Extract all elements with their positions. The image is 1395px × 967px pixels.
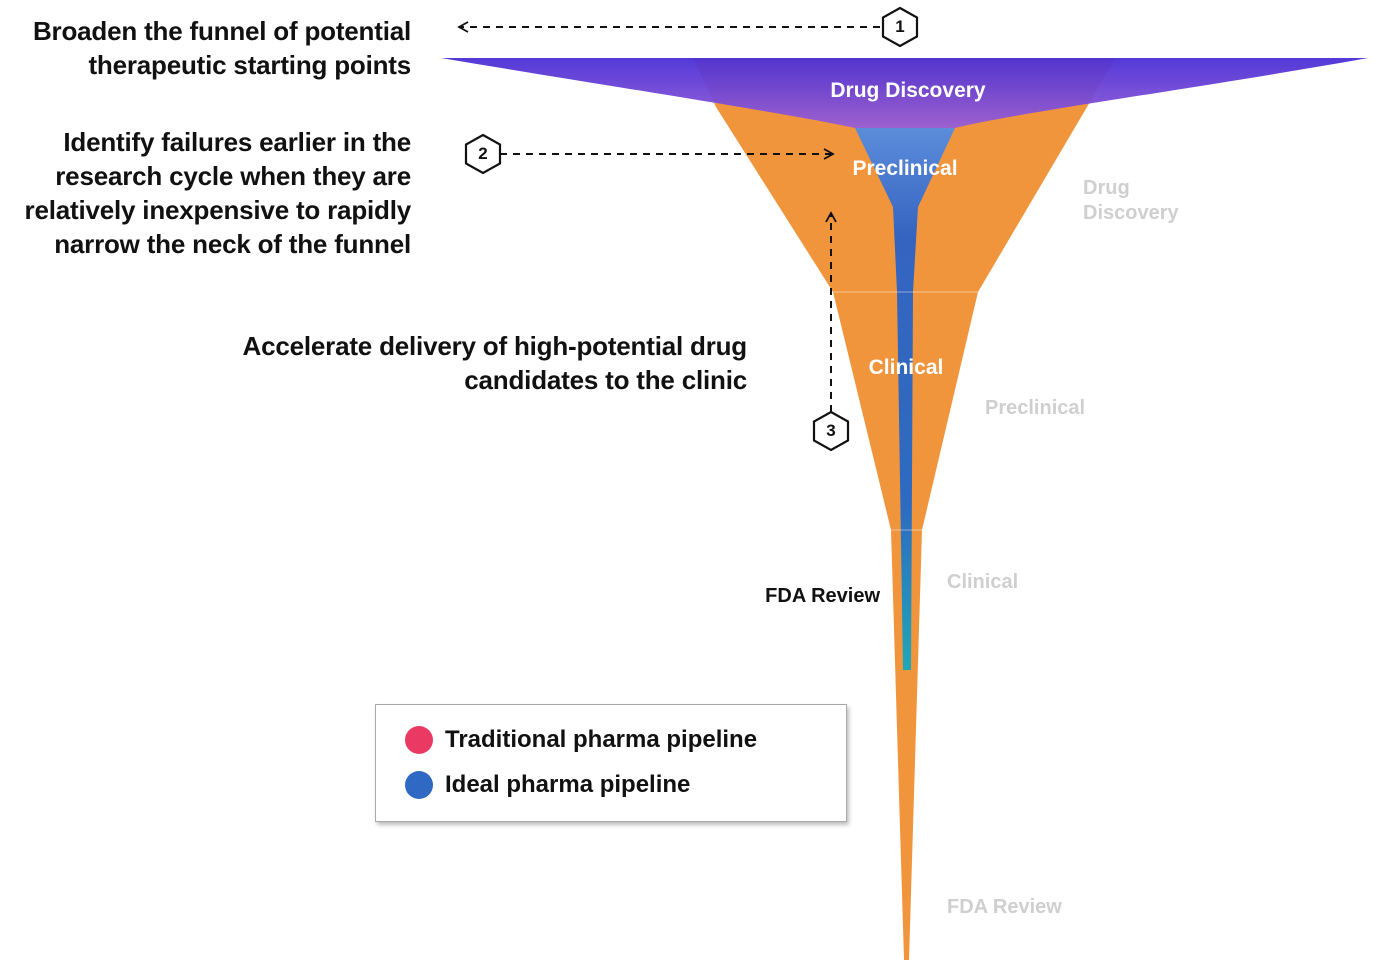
traditional-swatch-icon	[405, 726, 433, 754]
ideal-stage-drug-discovery: Drug Discovery	[830, 79, 986, 102]
ideal-funnel-shape	[855, 128, 955, 670]
traditional-stage-preclinical: Preclinical	[985, 397, 1086, 419]
ideal-stage-clinical: Clinical	[868, 356, 944, 379]
legend-item-ideal: Ideal pharma pipeline	[405, 770, 690, 800]
step-2-hexagon	[464, 133, 502, 175]
step-3-number: 3	[826, 421, 836, 440]
traditional-stage-fda-review: FDA Review	[947, 896, 1062, 918]
callout-identify-failures: Identify failures earlier in the researc…	[24, 127, 412, 259]
step-3-hexagon	[812, 410, 850, 452]
callout-broaden-funnel: Broaden the funnel of potential therapeu…	[32, 16, 411, 80]
traditional-stage-drug-discovery: Drug Discovery	[1083, 177, 1179, 224]
legend-label-ideal: Ideal pharma pipeline	[445, 771, 691, 798]
legend: Traditional pharma pipeline Ideal pharma…	[375, 704, 847, 822]
step-1-number: 1	[895, 17, 905, 36]
legend-label-traditional: Traditional pharma pipeline	[445, 726, 758, 753]
legend-item-traditional: Traditional pharma pipeline	[405, 725, 757, 755]
ideal-swatch-icon	[405, 771, 433, 799]
step-2-number: 2	[478, 144, 488, 163]
ideal-stage-preclinical: Preclinical	[852, 157, 958, 180]
callout-accelerate-delivery: Accelerate delivery of high-potential dr…	[242, 331, 748, 395]
ideal-stage-fda-review: FDA Review	[765, 585, 880, 607]
step-1-hexagon	[881, 6, 919, 48]
traditional-stage-clinical: Clinical	[947, 571, 1019, 593]
ideal-discovery-shape	[441, 58, 1368, 128]
